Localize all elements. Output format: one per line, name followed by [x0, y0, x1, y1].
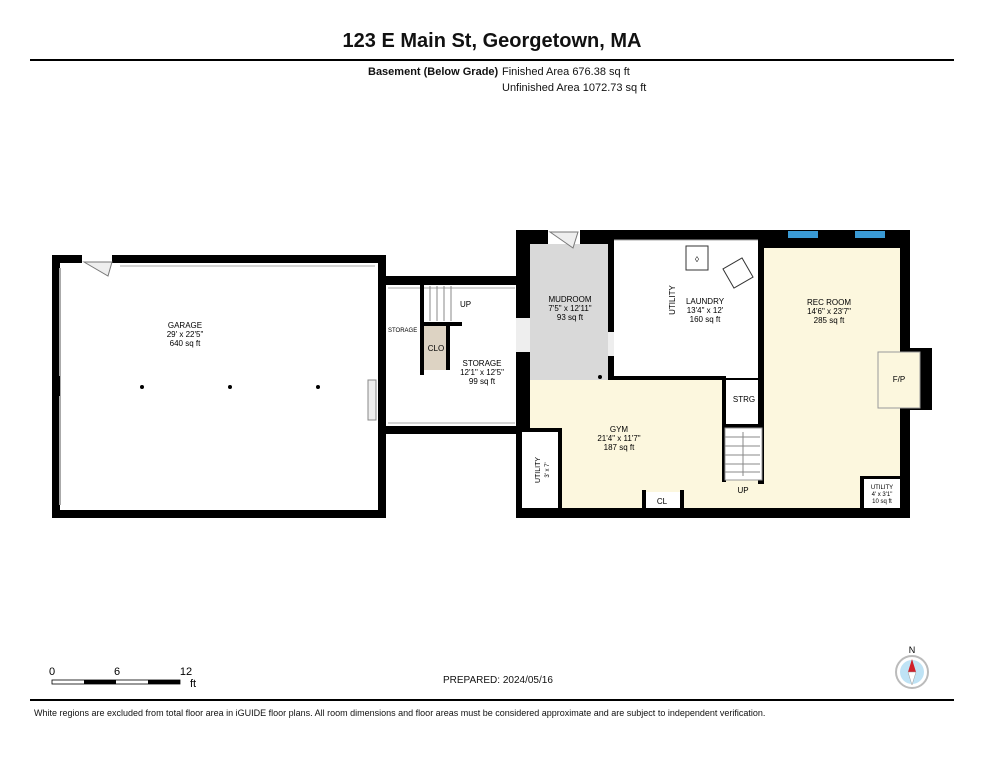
disclaimer: White regions are excluded from total fl…	[34, 708, 766, 718]
finished-area: Finished Area 676.38 sq ft	[502, 66, 630, 78]
utility-left-label: UTILITY	[535, 457, 542, 483]
stairs-up-right-label: UP	[737, 486, 748, 495]
scale-tick-6: 6	[114, 666, 120, 678]
utility-right-dims: 4' x 3'1"	[872, 492, 893, 498]
mudroom-name: MUDROOM	[548, 295, 591, 304]
compass-north: N	[909, 645, 916, 655]
window	[788, 231, 818, 238]
utility-right-name: UTILITY	[871, 485, 893, 491]
utility-laundry-label: UTILITY	[668, 284, 677, 314]
clo-label: CLO	[428, 344, 444, 353]
mudroom-dims: 7'5" x 12'11"	[548, 304, 591, 313]
garage-name: GARAGE	[168, 321, 202, 330]
laundry-dims: 13'4" x 12'	[687, 306, 724, 315]
storage-dims: 12'1" x 12'5"	[460, 368, 504, 377]
storage-name: STORAGE	[463, 359, 502, 368]
window	[855, 231, 885, 238]
page-title: 123 E Main St, Georgetown, MA	[342, 30, 642, 52]
footer-divider	[30, 699, 954, 701]
gym-dims: 21'4" x 11'7"	[597, 434, 640, 443]
mudroom-area: 93 sq ft	[557, 313, 584, 322]
main-basement: ◊ MUDROOM 7'5" x 12'11" 93 sq ft UTILITY…	[516, 230, 932, 518]
garage: GARAGE 29' x 22'5" 640 sq ft	[52, 255, 386, 518]
strg-label: STRG	[733, 395, 755, 404]
level-name: Basement (Below Grade)	[368, 66, 499, 78]
water-heater-icon	[685, 245, 709, 271]
laundry-name: LAUNDRY	[686, 297, 725, 306]
fireplace-label: F/P	[893, 375, 905, 384]
svg-text:◊: ◊	[695, 255, 699, 264]
storage: UP CLO STORAGE STORAGE 12'1" x 12'5" 99 …	[386, 276, 520, 434]
storage-small-label: STORAGE	[388, 328, 417, 334]
gym-name: GYM	[610, 425, 629, 434]
laundry-area: 160 sq ft	[690, 315, 721, 324]
furnace-icon	[722, 257, 754, 289]
title-divider	[30, 59, 954, 61]
scale-tick-0: 0	[49, 666, 55, 678]
cl-label: CL	[657, 497, 668, 506]
scale-unit: ft	[190, 678, 196, 690]
rec-room-dims: 14'6" x 23'7"	[807, 307, 851, 316]
rec-room-area: 285 sq ft	[814, 316, 845, 325]
gym-area: 187 sq ft	[604, 443, 635, 452]
compass-icon: N	[895, 645, 929, 689]
rec-room-name: REC ROOM	[807, 298, 851, 307]
prepared-date: PREPARED: 2024/05/16	[443, 675, 553, 686]
scale-tick-12: 12	[180, 666, 192, 678]
utility-right-area: 10 sq ft	[872, 499, 892, 505]
unfinished-area: Unfinished Area 1072.73 sq ft	[502, 82, 647, 94]
scale-bar: 0 6 12 ft	[49, 666, 196, 690]
closet-clo	[424, 326, 446, 370]
storage-area: 99 sq ft	[469, 377, 496, 386]
stairs-up-label: UP	[460, 300, 471, 309]
garage-area: 640 sq ft	[170, 339, 201, 348]
utility-left-dims: 3' x 7'	[545, 462, 551, 477]
garage-dims: 29' x 22'5"	[167, 330, 204, 339]
